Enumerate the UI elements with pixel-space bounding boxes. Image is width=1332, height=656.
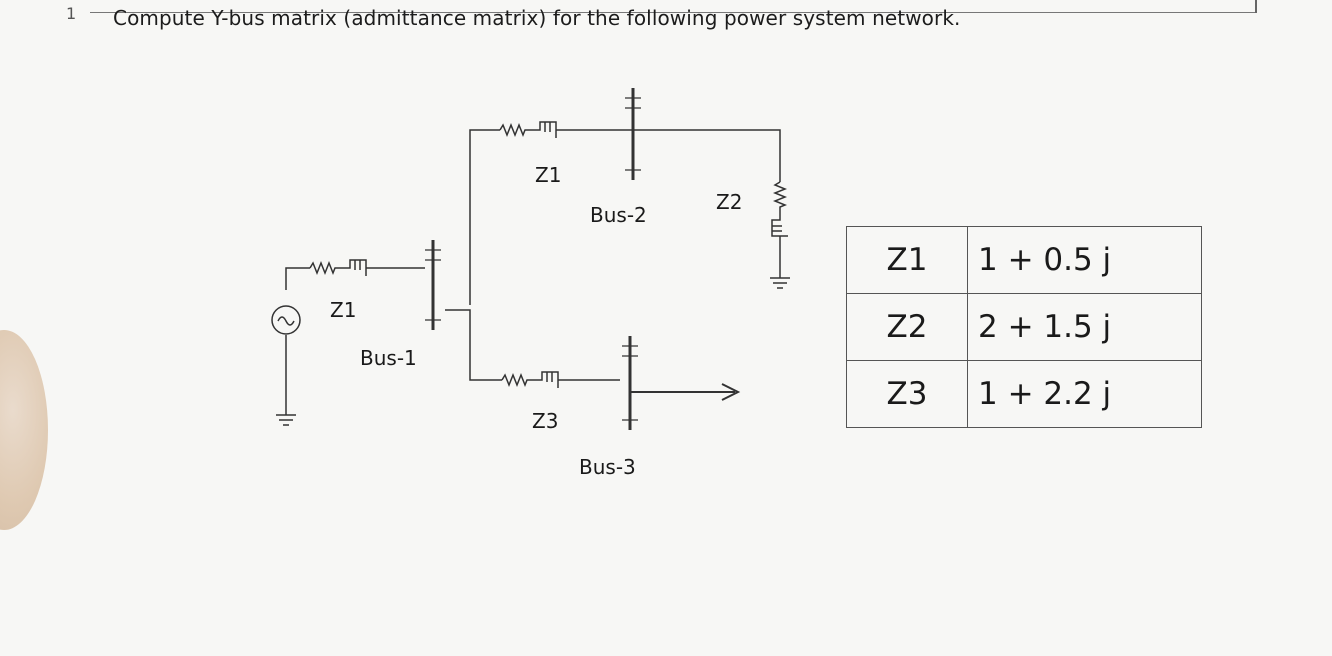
label-bus3: Bus-3	[579, 455, 636, 479]
bus-bars	[431, 88, 635, 430]
generator-icon	[271, 305, 301, 335]
impedance-value: 1 + 0.5 j	[967, 226, 1202, 294]
generator-wave	[277, 316, 295, 326]
label-z2: Z2	[716, 190, 743, 214]
table-row: Z3 1 + 2.2 j	[846, 360, 1202, 428]
wire-bus1-to-z3	[445, 309, 492, 381]
ground-z2	[770, 268, 790, 289]
question-number: 1	[66, 4, 77, 23]
impedance-z2	[771, 170, 788, 268]
label-z1-top: Z1	[535, 163, 562, 187]
label-z1-left: Z1	[330, 298, 357, 322]
right-border-tick	[1255, 0, 1257, 13]
ground-generator	[276, 414, 296, 426]
wire-bus1-to-z1	[469, 129, 492, 305]
label-bus2: Bus-2	[590, 203, 647, 227]
impedance-z1-left	[300, 259, 425, 276]
wire-bus2-to-z2	[600, 129, 781, 170]
impedance-z1-top	[492, 121, 600, 138]
impedance-name: Z2	[846, 293, 968, 361]
wire-gen-to-z1	[285, 267, 300, 290]
table-row: Z1 1 + 0.5 j	[846, 226, 1202, 294]
question-text: Compute Y-bus matrix (admittance matrix)…	[113, 6, 961, 30]
top-border-line	[90, 12, 1256, 13]
table-row: Z2 2 + 1.5 j	[846, 293, 1202, 361]
impedance-name: Z3	[846, 360, 968, 428]
impedance-table: Z1 1 + 0.5 j Z2 2 + 1.5 j Z3 1 + 2.2 j	[846, 226, 1202, 428]
impedance-z3	[492, 371, 620, 388]
load-arrow-icon	[721, 383, 741, 401]
label-z3: Z3	[532, 409, 559, 433]
label-bus1: Bus-1	[360, 346, 417, 370]
impedance-value: 2 + 1.5 j	[967, 293, 1202, 361]
impedance-value: 1 + 2.2 j	[967, 360, 1202, 428]
impedance-name: Z1	[846, 226, 968, 294]
